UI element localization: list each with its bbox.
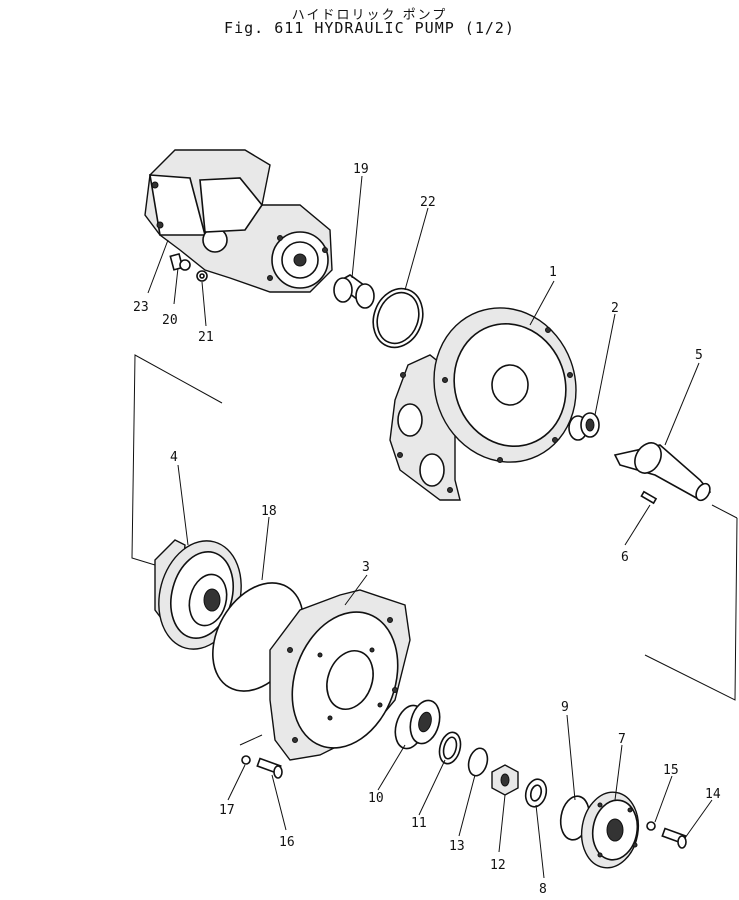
callout-15: 15 <box>663 763 679 778</box>
callout-12: 12 <box>490 858 506 873</box>
bushing-19 <box>333 274 375 309</box>
washer-21 <box>196 270 208 282</box>
callout-4: 4 <box>170 450 178 465</box>
flywheel-housing-4 <box>154 539 242 650</box>
callout-16: 16 <box>279 835 295 850</box>
callout-13: 13 <box>449 839 465 854</box>
callout-5: 5 <box>695 348 703 363</box>
nut-12 <box>491 764 519 796</box>
cover-7 <box>580 791 640 869</box>
lock-washer-13 <box>467 747 489 777</box>
bolt-20 <box>169 252 191 271</box>
title-japanese: ハイドロリック ポンプ <box>291 8 448 23</box>
callout-18: 18 <box>261 504 277 519</box>
callout-3: 3 <box>362 560 370 575</box>
callout-2: 2 <box>611 301 619 316</box>
callout-17: 17 <box>219 803 235 818</box>
gear-pump-assembly <box>144 149 333 293</box>
washer-15 <box>646 821 656 831</box>
shaft-5 <box>613 442 712 502</box>
seal-11-inner <box>442 736 458 760</box>
callout-8: 8 <box>539 882 547 897</box>
callout-7: 7 <box>618 732 626 747</box>
pump-housing-3 <box>269 589 411 761</box>
callout-21: 21 <box>198 330 214 345</box>
callout-10: 10 <box>368 791 384 806</box>
callout-23: 23 <box>133 300 149 315</box>
callout-11: 11 <box>411 816 427 831</box>
callout-20: 20 <box>162 313 178 328</box>
page-title: Fig. 611 HYDRAULIC PUMP (1/2) <box>224 19 515 37</box>
bolt-14 <box>661 827 687 849</box>
leader-lines <box>147 175 713 879</box>
assembly-lines <box>131 354 738 746</box>
washer-17 <box>241 755 251 765</box>
seal-8-inner <box>529 784 543 802</box>
callout-22: 22 <box>420 195 436 210</box>
key-6 <box>640 490 658 505</box>
callout-labels: 1 2 3 4 5 6 7 8 9 10 11 12 13 14 15 16 1… <box>133 162 721 897</box>
pump-case-1 <box>389 307 577 501</box>
bolt-16 <box>256 757 283 779</box>
callout-9: 9 <box>561 700 569 715</box>
callout-6: 6 <box>621 550 629 565</box>
callout-14: 14 <box>705 787 721 802</box>
bearing-10 <box>394 699 441 750</box>
o-ring-22-inner <box>376 291 420 345</box>
bearing-2 <box>568 412 600 441</box>
callout-1: 1 <box>549 265 557 280</box>
callout-19: 19 <box>353 162 369 177</box>
